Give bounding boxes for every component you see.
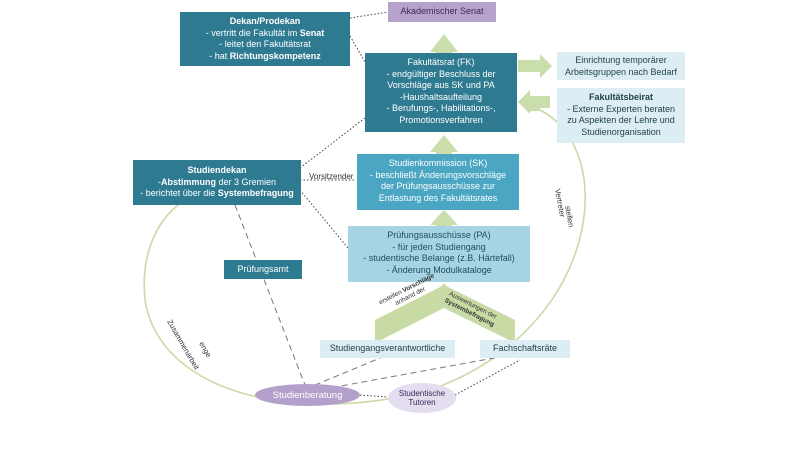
tutoren-ellipse: Studentische Tutoren bbox=[388, 383, 456, 413]
studiendekan-box: Studiendekan -Abstimmung der 3 Gremien -… bbox=[133, 160, 301, 205]
sd-title: Studiendekan bbox=[187, 165, 247, 175]
senat-label: Akademischer Senat bbox=[400, 6, 484, 16]
studiengangsverantwortliche-box: Studiengangsverantwortliche bbox=[320, 340, 455, 358]
sk-title: Studienkommission (SK) bbox=[388, 158, 488, 168]
fakultaetsrat-box: Fakultätsrat (FK) - endgültiger Beschlus… bbox=[365, 53, 517, 132]
beirat-title: Fakultätsbeirat bbox=[588, 92, 654, 102]
arrow-beirat-to-fk bbox=[518, 90, 550, 114]
dotted-tutoren-fsr bbox=[454, 359, 521, 396]
vorsitzender-label: Vorsitzender bbox=[309, 172, 354, 181]
dekan-title: Dekan/Prodekan bbox=[229, 16, 301, 26]
dotted-beratung-tutoren bbox=[359, 394, 389, 398]
studienkommission-box: Studienkommission (SK) - beschließt Ände… bbox=[357, 154, 519, 210]
dashed-sgv-beratung bbox=[314, 355, 386, 386]
arrow-sk-to-fk bbox=[430, 135, 458, 155]
dekan-prodekan-box: Dekan/Prodekan - vertritt die Fakultät i… bbox=[180, 12, 350, 66]
arrow-fk-to-ag bbox=[518, 54, 552, 78]
studienberatung-ellipse: Studienberatung bbox=[255, 384, 360, 406]
fachschaftsraete-box: Fachschaftsräte bbox=[480, 340, 570, 358]
dashed-sd-beratung bbox=[234, 204, 306, 386]
dotted-sd-fk bbox=[299, 117, 366, 169]
pruefungsamt-box: Prüfungsamt bbox=[224, 260, 302, 279]
pa-title: Prüfungsausschüsse (PA) bbox=[387, 230, 491, 240]
fakultaetsbeirat-box: Fakultätsbeirat - Externe Experten berat… bbox=[557, 88, 685, 143]
arbeitsgruppen-box: Einrichtung temporärer Arbeitsgruppen na… bbox=[557, 52, 685, 80]
dotted-sd-pa bbox=[299, 189, 349, 249]
vshape-chevron bbox=[375, 285, 515, 343]
dotted-dekan-senat bbox=[349, 11, 389, 19]
akademischer-senat-box: Akademischer Senat bbox=[388, 2, 496, 22]
fk-title: Fakultätsrat (FK) bbox=[407, 57, 475, 67]
arrow-pa-to-sk bbox=[430, 210, 458, 228]
pruefungsausschuesse-box: Prüfungsausschüsse (PA) - für jeden Stud… bbox=[348, 226, 530, 282]
arrow-fk-to-senat bbox=[430, 34, 458, 53]
dotted-dekan-fk bbox=[349, 35, 366, 63]
